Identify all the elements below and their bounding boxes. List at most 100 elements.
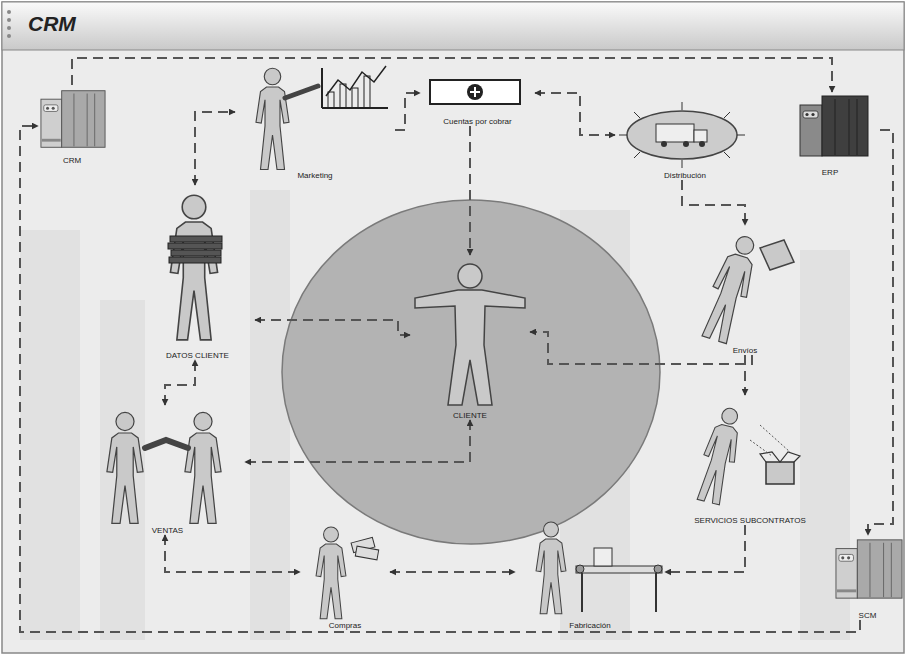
sales-figure: VENTAS — [90, 405, 245, 535]
person-body — [415, 290, 525, 405]
chart-bar — [340, 84, 346, 108]
book — [168, 243, 222, 249]
crm-system: CRM — [38, 85, 106, 165]
person-figure — [107, 412, 143, 523]
dot — [7, 18, 11, 22]
shipping-figure: Envíos — [680, 225, 810, 355]
node-label: CRM — [63, 156, 81, 165]
person-figure — [256, 68, 289, 169]
customer-data-figure: DATOS CLIENTE — [140, 185, 255, 360]
dashed-connector — [165, 360, 195, 405]
chart-axis — [321, 68, 323, 108]
node-label: ERP — [822, 168, 838, 177]
dashed-connector — [868, 130, 893, 535]
ray — [619, 135, 627, 136]
roller — [654, 565, 662, 573]
ray — [682, 102, 683, 110]
scm-system: SCM — [830, 535, 905, 620]
chart-bar — [352, 88, 358, 108]
plus-icon — [467, 84, 483, 100]
distribution-ellipse — [627, 111, 737, 159]
open-box — [750, 425, 800, 484]
distribution-node: Distribución — [615, 85, 755, 180]
dashed-connector — [72, 58, 832, 92]
truck-body — [656, 124, 694, 142]
banknote — [355, 546, 378, 560]
person-figure — [693, 405, 747, 506]
book — [170, 236, 222, 242]
bar-chart — [322, 66, 388, 108]
ray — [737, 135, 745, 136]
diagram-title: CRM — [28, 12, 76, 36]
person-figure — [697, 232, 764, 346]
conveyor — [576, 548, 662, 612]
dotted-line — [750, 440, 772, 456]
dashed-connector — [395, 93, 420, 130]
server-icon — [800, 96, 868, 156]
book — [169, 257, 221, 263]
chart-bar — [328, 92, 334, 108]
building — [100, 300, 145, 640]
dotted-line — [760, 425, 790, 452]
node-label: Marketing — [297, 171, 332, 180]
manufacturing-figure: Fabricación — [515, 510, 665, 630]
node-label: Envíos — [733, 346, 757, 355]
plus-sign — [470, 87, 480, 97]
node-label: Fabricación — [569, 621, 610, 630]
book — [171, 250, 221, 256]
building — [250, 190, 290, 640]
person-figure — [185, 412, 221, 523]
server-icon — [41, 91, 105, 148]
header-dots — [7, 10, 11, 38]
money-stack — [351, 537, 379, 560]
dashed-connector — [20, 126, 860, 632]
ray — [682, 160, 683, 168]
truck-cab — [694, 130, 707, 142]
erp-system: ERP — [780, 92, 880, 177]
building — [20, 230, 80, 640]
ray — [724, 152, 730, 158]
person-head — [458, 264, 482, 288]
chart-line — [326, 66, 386, 96]
leg — [655, 573, 657, 612]
radiating-arrows — [619, 102, 745, 168]
dashed-connector — [682, 180, 745, 225]
node-label: CLIENTE — [453, 411, 487, 420]
node-label: SERVICIOS SUBCONTRATOS — [694, 516, 806, 525]
node-label: Distribución — [664, 171, 706, 180]
roller — [576, 565, 584, 573]
marketing-figure: Marketing — [235, 60, 395, 180]
receivables-box: Cuentas por cobrar — [420, 78, 535, 126]
product-box — [594, 548, 612, 566]
customer-circle — [282, 200, 660, 544]
dot — [7, 10, 11, 14]
node-label: VENTAS — [152, 526, 183, 535]
server-icon — [836, 540, 902, 598]
customer-figure: CLIENTE — [410, 255, 530, 420]
leg — [581, 573, 583, 612]
outsourced-services-figure: SERVICIOS SUBCONTRATOS — [670, 395, 830, 525]
node-label: Cuentas por cobrar — [443, 117, 511, 126]
books-stack — [168, 236, 222, 263]
node-label: DATOS CLIENTE — [166, 351, 229, 360]
wheel — [661, 141, 667, 147]
chart-bar — [364, 76, 370, 108]
person-figure — [316, 527, 346, 619]
node-label: SCM — [859, 611, 877, 620]
dashed-connector — [390, 571, 515, 573]
person-figure — [536, 522, 566, 614]
dot — [7, 26, 11, 30]
purchasing-figure: Compras — [300, 515, 390, 630]
ray — [634, 152, 640, 158]
box — [766, 462, 794, 484]
truck-icon — [656, 124, 707, 147]
ray — [724, 112, 730, 118]
belt — [576, 566, 662, 573]
node-label: Compras — [329, 621, 361, 630]
dashed-connector — [744, 355, 746, 395]
dashed-connector — [530, 332, 752, 364]
account-box — [430, 80, 520, 104]
